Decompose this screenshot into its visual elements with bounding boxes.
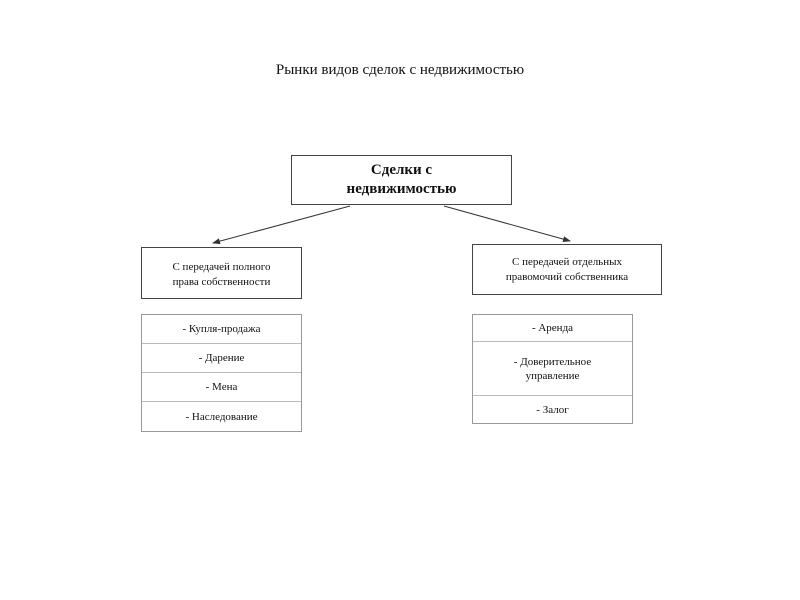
right-branch-list: - Аренда - Доверительное управление - За… (472, 314, 633, 424)
diagram-title: Рынки видов сделок с недвижимостью (275, 62, 525, 78)
root-node: Сделки с недвижимостью (291, 155, 512, 205)
left-branch-list: - Купля-продажа - Дарение - Мена - Насле… (141, 314, 302, 432)
list-item: - Дарение (142, 344, 301, 373)
arrow-to-right-branch (443, 205, 571, 243)
right-branch-line-2: правомочий собственника (505, 270, 629, 283)
list-item: - Аренда (473, 315, 632, 342)
left-branch-node: С передачей полного права собственности (141, 247, 302, 299)
list-item: - Наследование (185, 411, 258, 423)
left-branch-line-2: права собственности (172, 276, 271, 288)
list-item: - Доверительное управление (473, 342, 632, 396)
list-item: - Мена (142, 373, 301, 402)
list-item: - Купля-продажа (142, 315, 301, 344)
arrow-to-left-branch (212, 205, 351, 245)
root-node-line-2: недвижимостью (346, 181, 457, 197)
list-item-text: - Доверительное управление (513, 355, 592, 382)
list-item: - Залог (536, 403, 569, 416)
root-node-line-1: Сделки с (370, 162, 433, 178)
right-branch-line-1: С передачей отдельных (512, 255, 622, 268)
right-branch-node: С передачей отдельных правомочий собстве… (472, 244, 662, 295)
left-branch-line-1: С передачей полного (172, 261, 271, 273)
